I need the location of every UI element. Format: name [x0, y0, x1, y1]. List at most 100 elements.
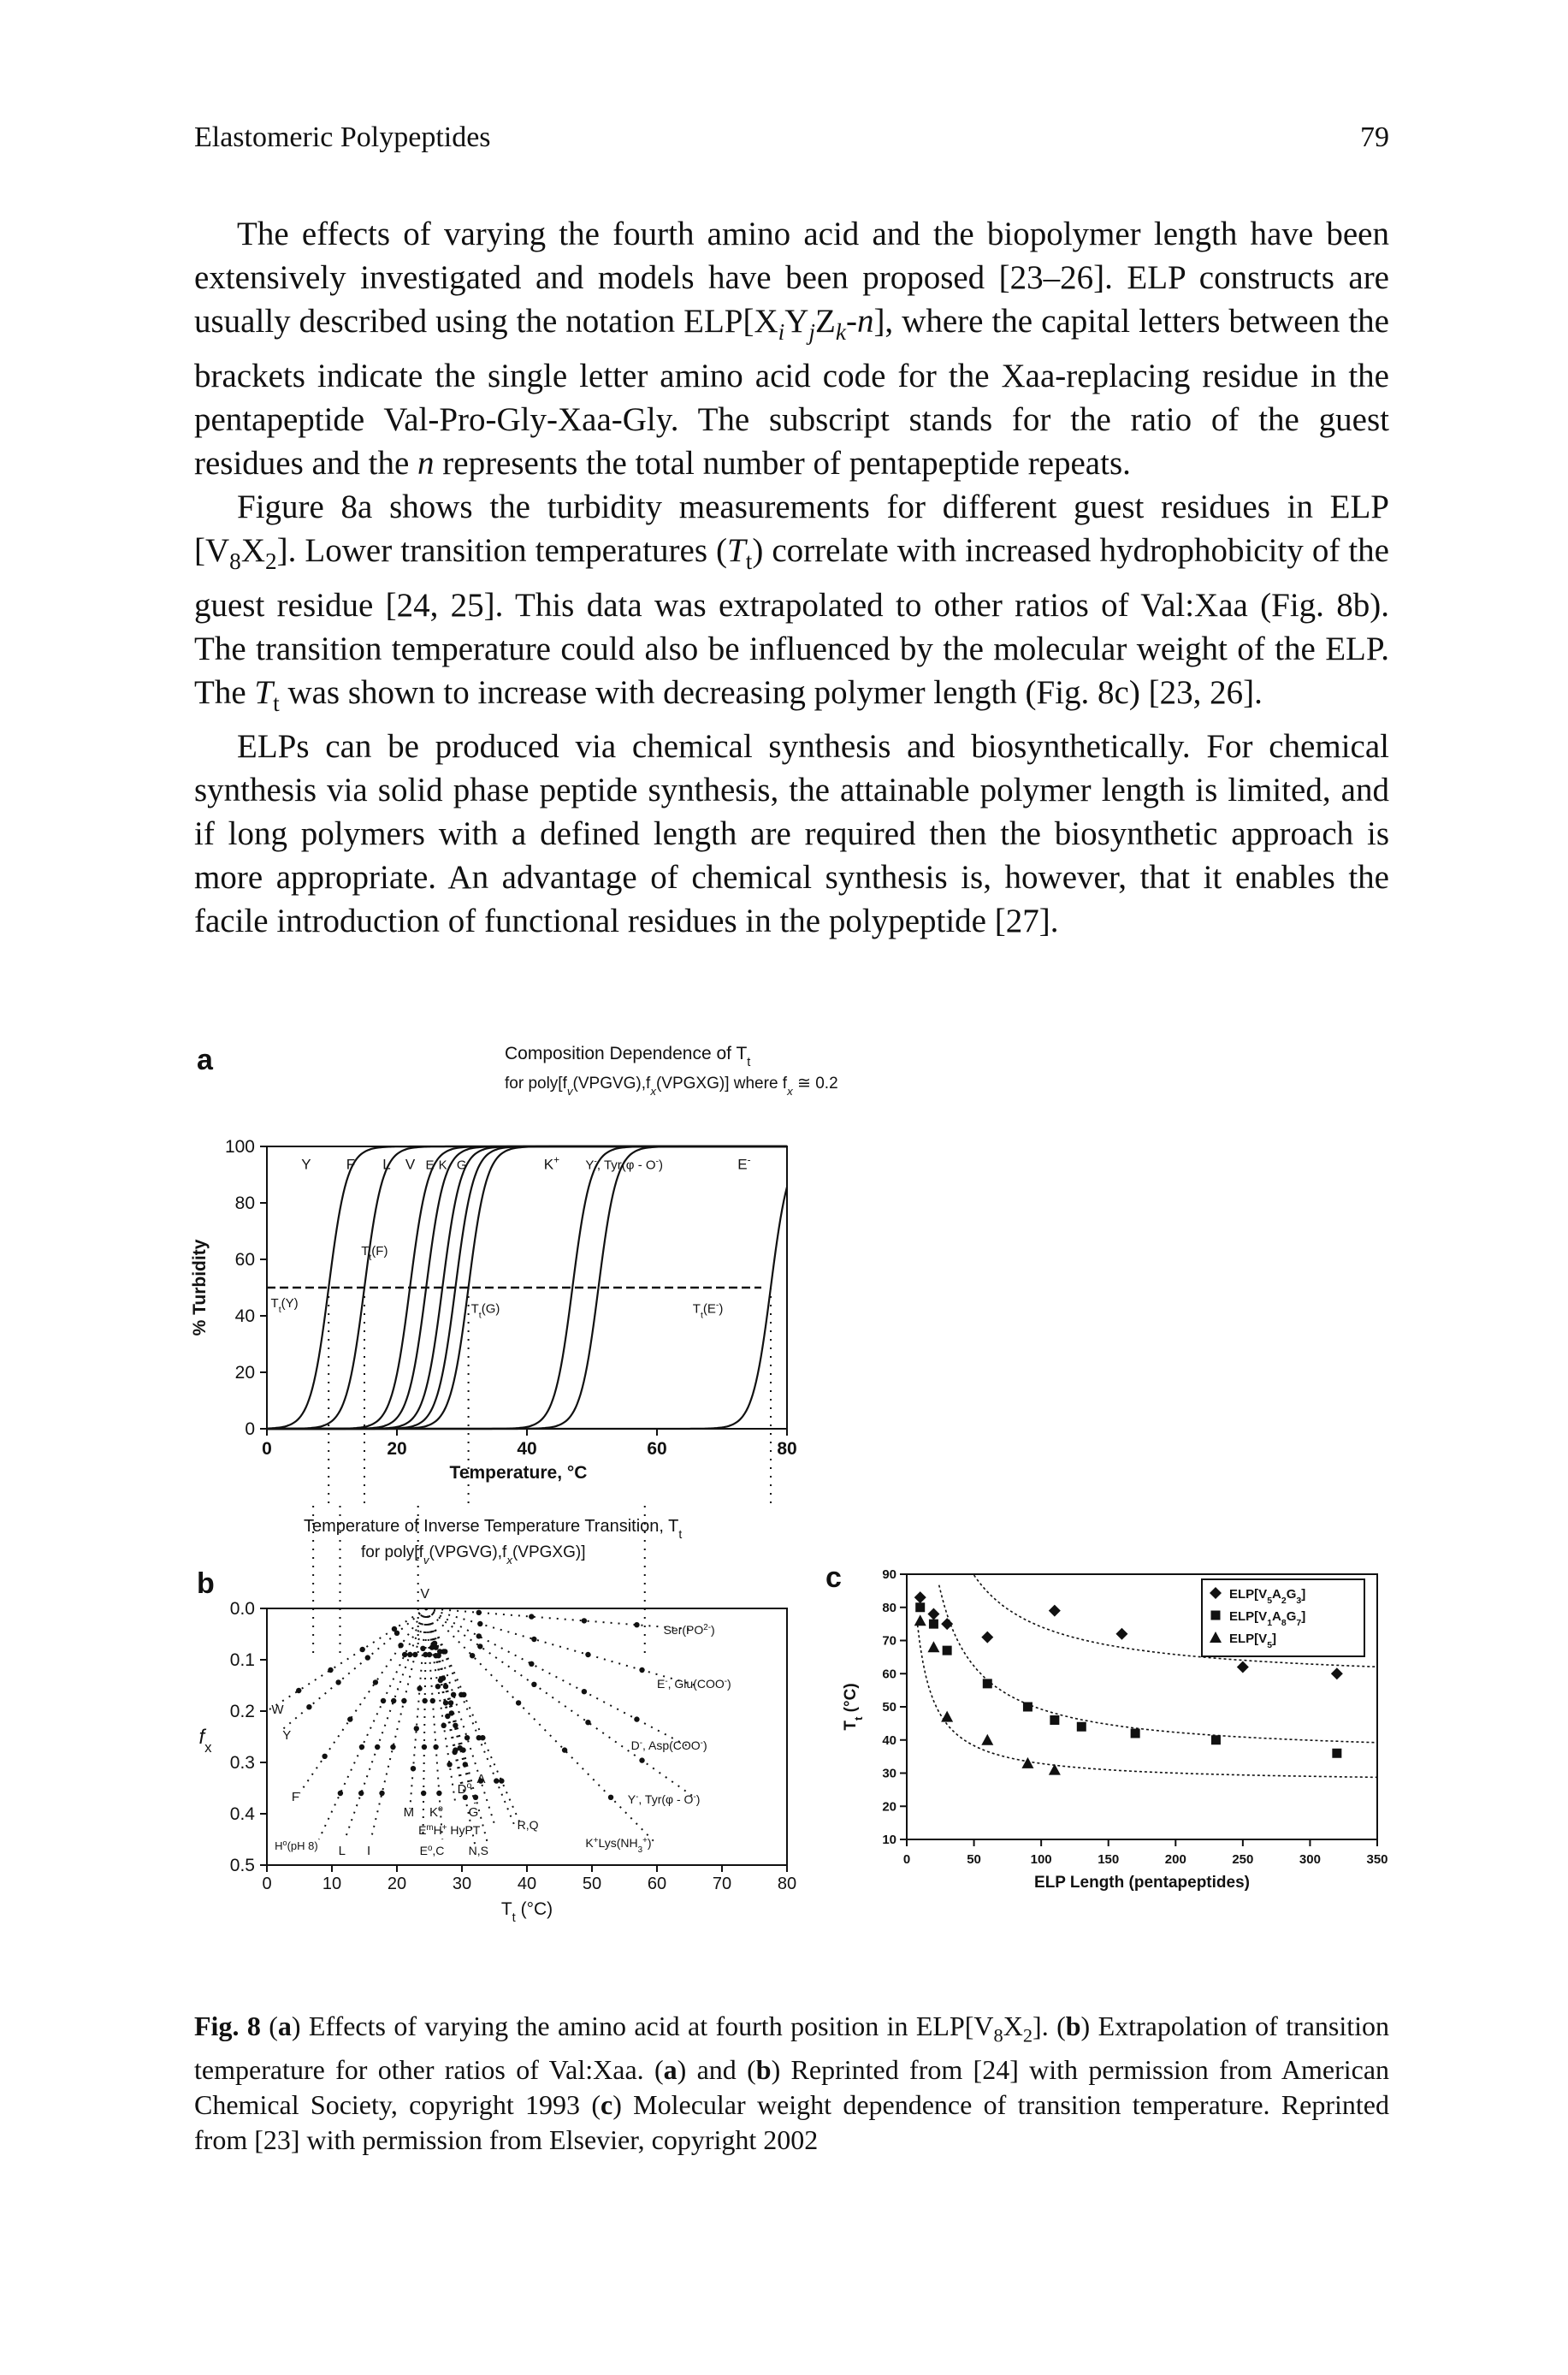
point-label-part: D — [458, 1782, 467, 1797]
transition-label: Tt(F) — [361, 1244, 388, 1263]
transition-label-part: t — [369, 1253, 371, 1263]
data-point — [358, 1790, 364, 1797]
point-label: A — [476, 1772, 485, 1786]
data-point — [420, 1790, 427, 1797]
data-point — [634, 1622, 640, 1628]
data-point-square — [1332, 1748, 1342, 1758]
y-tick-label: 80 — [235, 1193, 255, 1213]
x-tick-label: 70 — [713, 1875, 731, 1893]
extrapolation-line — [425, 1608, 463, 1789]
point-label-part: - — [725, 1677, 727, 1686]
curve-label: K+ — [544, 1153, 559, 1172]
y-tick-label: 0.5 — [230, 1856, 255, 1875]
text-run: - — [845, 303, 857, 340]
curve-label-part: , Tyr(φ - O — [597, 1158, 656, 1172]
data-point — [476, 1609, 482, 1615]
legend-entry-part: 8 — [1281, 1618, 1287, 1628]
text-run: represents the total number of pentapept… — [434, 444, 1131, 482]
legend-entry-part: 5 — [1267, 1640, 1272, 1650]
y-axis-title-part: t — [852, 1716, 865, 1721]
text-run: a — [277, 2011, 292, 2041]
text-run: a — [663, 2054, 677, 2086]
x-tick-label: 40 — [517, 1439, 536, 1459]
curve-label: K — [439, 1158, 447, 1172]
chart-subtitle-part: (VPGVG),f — [429, 1543, 508, 1561]
legend-entry-part: G — [1287, 1587, 1297, 1602]
data-point — [531, 1636, 537, 1643]
chart-title-part: Composition Dependence of T — [505, 1044, 747, 1063]
data-point — [422, 1697, 428, 1704]
y-tick-label: 0.0 — [230, 1599, 255, 1619]
point-label-part: - — [693, 1792, 695, 1802]
data-point — [447, 1762, 453, 1768]
text-run: ) Molecular weight dependence of transit… — [194, 2089, 1390, 2156]
data-point — [442, 1700, 449, 1706]
point-label: N,S — [469, 1844, 488, 1857]
chart-subtitle-part: for poly[f — [361, 1543, 424, 1561]
data-point — [453, 1747, 459, 1753]
text-run: ) Effects of varying the amino acid at f… — [291, 2011, 994, 2041]
chart-title-part: t — [747, 1056, 750, 1069]
x-tick-label: 30 — [453, 1875, 471, 1893]
point-label-part: , Asp(COO — [642, 1738, 701, 1752]
legend-entry-part: 1 — [1267, 1618, 1272, 1628]
point-label-part: Y — [628, 1792, 636, 1806]
transition-label: Tt(E-) — [693, 1300, 724, 1321]
text-run: 2 — [1022, 2024, 1033, 2046]
data-point — [477, 1644, 483, 1649]
text-run: j — [808, 318, 815, 345]
text-run: c — [601, 2089, 613, 2121]
curve-label: G — [457, 1158, 467, 1172]
point-label-part: D — [631, 1738, 640, 1752]
running-header: Elastomeric Polypeptides — [194, 121, 491, 153]
text-run: ) and ( — [677, 2054, 756, 2086]
y-tick-label: 20 — [235, 1363, 255, 1383]
data-point-diamond — [914, 1591, 926, 1604]
data-point — [328, 1667, 334, 1673]
text-run: t — [273, 690, 280, 716]
data-point-square — [1050, 1715, 1060, 1725]
point-label: M — [404, 1805, 415, 1820]
data-point — [585, 1720, 591, 1726]
data-point — [639, 1757, 645, 1763]
legend-entry-part: ] — [1301, 1587, 1305, 1602]
point-label-part: , Glu(COO — [668, 1677, 725, 1691]
text-run: was shown to increase with decreasing po… — [279, 673, 1263, 711]
x-axis-title: ELP Length (pentapeptides) — [1034, 1874, 1250, 1892]
text-run: i — [778, 318, 785, 345]
legend-box — [1201, 1578, 1365, 1657]
legend-entry-part: G — [1287, 1609, 1297, 1624]
data-point-square — [942, 1645, 952, 1655]
y-tick-label: 0 — [245, 1419, 255, 1439]
text-run: 8 — [993, 2024, 1003, 2046]
transition-label-part: (Y) — [281, 1296, 299, 1311]
point-label: F — [292, 1790, 299, 1804]
point-label-part: K — [585, 1836, 594, 1850]
point-label: R,Q — [518, 1818, 539, 1832]
y-axis-title-part: (°C) — [842, 1683, 860, 1716]
fit-curve — [938, 1584, 1378, 1744]
data-point — [494, 1778, 500, 1784]
curve-label: L — [382, 1156, 390, 1172]
data-point — [472, 1794, 479, 1800]
data-point — [379, 1790, 385, 1797]
x-tick-label: 100 — [1031, 1852, 1052, 1867]
data-point — [375, 1744, 381, 1750]
point-label-part: K — [429, 1805, 438, 1820]
data-point-diamond — [1210, 1587, 1222, 1599]
y-tick-label: 10 — [882, 1833, 896, 1847]
x-tick-label: 40 — [518, 1875, 536, 1893]
transition-label-part: T — [471, 1302, 479, 1317]
chart-subtitle-part: for poly[f — [505, 1075, 568, 1093]
text-run: ( — [260, 2011, 278, 2041]
y-tick-label: 0.4 — [230, 1804, 256, 1824]
point-label-part: E — [657, 1677, 665, 1691]
point-label-part: ) — [696, 1792, 701, 1806]
text-run: ]. ( — [1033, 2011, 1066, 2041]
extrapolation-line — [279, 1608, 427, 1732]
data-point — [380, 1697, 387, 1704]
text-run: ) correlate with increased hydrophobicit… — [194, 531, 1389, 711]
data-point — [393, 1630, 400, 1636]
data-point — [634, 1716, 640, 1722]
